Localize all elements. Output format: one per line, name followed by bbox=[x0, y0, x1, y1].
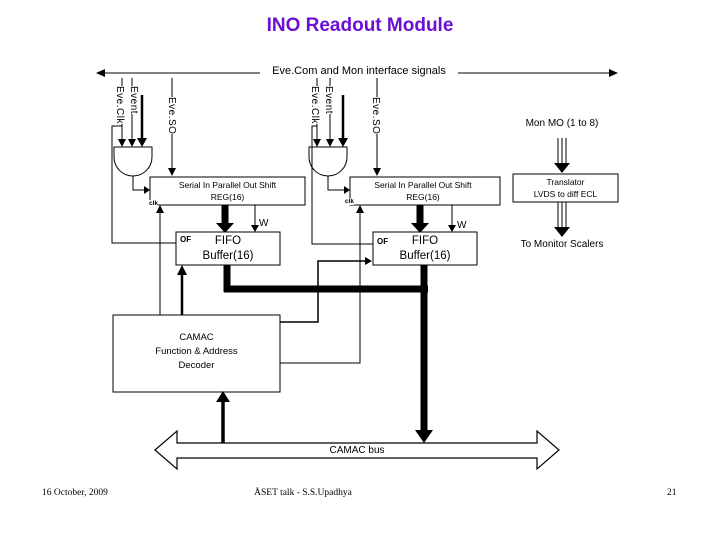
signal-label-event-1: Event bbox=[127, 86, 139, 115]
signal-label-eveclk-1: Eve.Clk bbox=[113, 86, 125, 124]
of-label-1: OF bbox=[180, 235, 192, 244]
shift-reg-box-1 bbox=[149, 176, 306, 206]
monitor-chain bbox=[512, 138, 619, 237]
mon-mo-label: Mon MO (1 to 8) bbox=[525, 118, 599, 129]
eveclk-to-of-line bbox=[111, 125, 176, 244]
of-label-2: OF bbox=[377, 237, 389, 246]
camac-bus-label: CAMAC bus bbox=[329, 445, 385, 456]
w-label-1: W bbox=[259, 218, 269, 229]
clk-label-2: clk bbox=[345, 198, 355, 205]
translator-label: Translator LVDS to diff ECL bbox=[533, 177, 598, 199]
footer-talk-title: ÅSET talk - S.S.Upadhya bbox=[254, 488, 352, 498]
signal-label-eveso-2: Eve.SO bbox=[369, 97, 381, 135]
shift-reg-label-2: Serial In Parallel Out Shift REG(16) bbox=[374, 180, 472, 202]
decoder-box bbox=[112, 314, 281, 393]
footer-date: 16 October, 2009 bbox=[42, 488, 108, 498]
shift-reg-label-1: Serial In Parallel Out Shift REG(16) bbox=[178, 180, 277, 202]
bus-to-decoder-arrow bbox=[216, 391, 230, 446]
fifo-box-1 bbox=[175, 231, 281, 266]
and-gate-icon bbox=[113, 146, 153, 177]
signal-label-eveso-1: Eve.SO bbox=[165, 97, 177, 135]
fifo-label-1: FIFO Buffer(16) bbox=[202, 235, 254, 262]
footer-page-number: 21 bbox=[667, 488, 677, 498]
translator-box bbox=[512, 173, 619, 203]
shift-reg-box-2 bbox=[349, 176, 501, 206]
w-label-2: W bbox=[457, 220, 467, 231]
fifo-label-2: FIFO Buffer(16) bbox=[399, 235, 451, 262]
to-monitor-scalers-label: To Monitor Scalers bbox=[520, 239, 604, 250]
signal-label-event-2: Event bbox=[322, 86, 334, 115]
signal-label-eveclk-2: Eve.Clk bbox=[308, 86, 320, 124]
and-gate-icon bbox=[308, 146, 348, 177]
fifo-box-2 bbox=[372, 231, 478, 266]
slide-title: INO Readout Module bbox=[266, 15, 454, 36]
interface-signal-label: Eve.Com and Mon interface signals bbox=[260, 65, 458, 77]
eveclk-to-of-line bbox=[311, 125, 373, 245]
decoder-label: CAMAC Function & Address Decoder bbox=[155, 332, 238, 371]
clk-label-1: clk bbox=[149, 200, 159, 207]
camac-bus-arrow bbox=[154, 429, 560, 471]
